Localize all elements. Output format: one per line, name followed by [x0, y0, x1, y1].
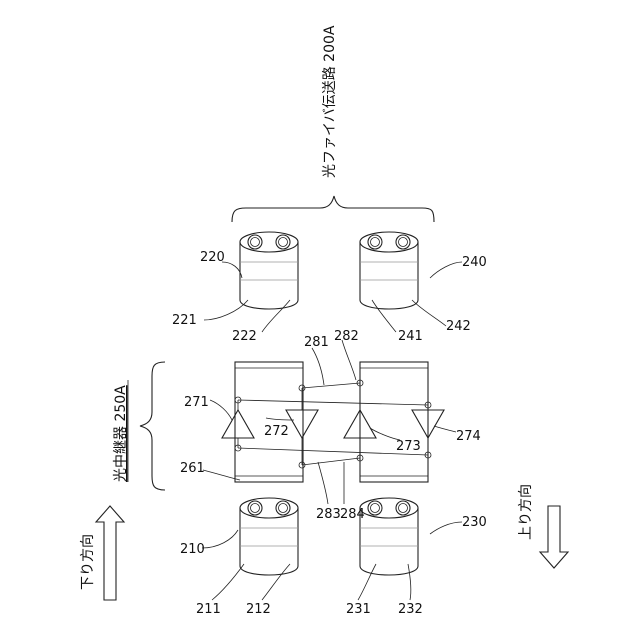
label-284: 284 [340, 507, 365, 522]
repeater-label: 光中継器 250A [113, 385, 129, 482]
direction-down-label: 下り方向 [80, 534, 96, 590]
label-240: 240 [462, 255, 487, 270]
label-212: 212 [246, 602, 271, 617]
leader-lines [202, 262, 462, 600]
arrow-down-direction [96, 506, 124, 600]
repeater-brace [140, 362, 165, 490]
fiber-230 [360, 498, 418, 575]
label-242: 242 [446, 319, 471, 334]
label-272: 272 [264, 424, 289, 439]
label-281: 281 [304, 335, 329, 350]
label-283: 283 [316, 507, 341, 522]
fiber-220 [240, 232, 298, 309]
amp-272 [286, 410, 318, 438]
label-273: 273 [396, 439, 421, 454]
label-274: 274 [456, 429, 481, 444]
label-232: 232 [398, 602, 423, 617]
label-222: 222 [232, 329, 257, 344]
direction-up-label: 上り方向 [518, 484, 534, 540]
label-261: 261 [180, 461, 205, 476]
label-282: 282 [334, 329, 359, 344]
title-label: 光ファイバ伝送路 200A [322, 25, 338, 178]
label-271: 271 [184, 395, 209, 410]
label-211: 211 [196, 602, 221, 617]
label-210: 210 [180, 542, 205, 557]
label-220: 220 [200, 250, 225, 265]
label-241: 241 [398, 329, 423, 344]
fiber-210 [240, 498, 298, 575]
amp-271 [222, 410, 254, 438]
label-231: 231 [346, 602, 371, 617]
label-230: 230 [462, 515, 487, 530]
label-221: 221 [172, 313, 197, 328]
arrow-up-direction [540, 506, 568, 568]
repeater-250A [222, 362, 444, 482]
title-brace [232, 196, 434, 222]
fiber-240 [360, 232, 418, 309]
